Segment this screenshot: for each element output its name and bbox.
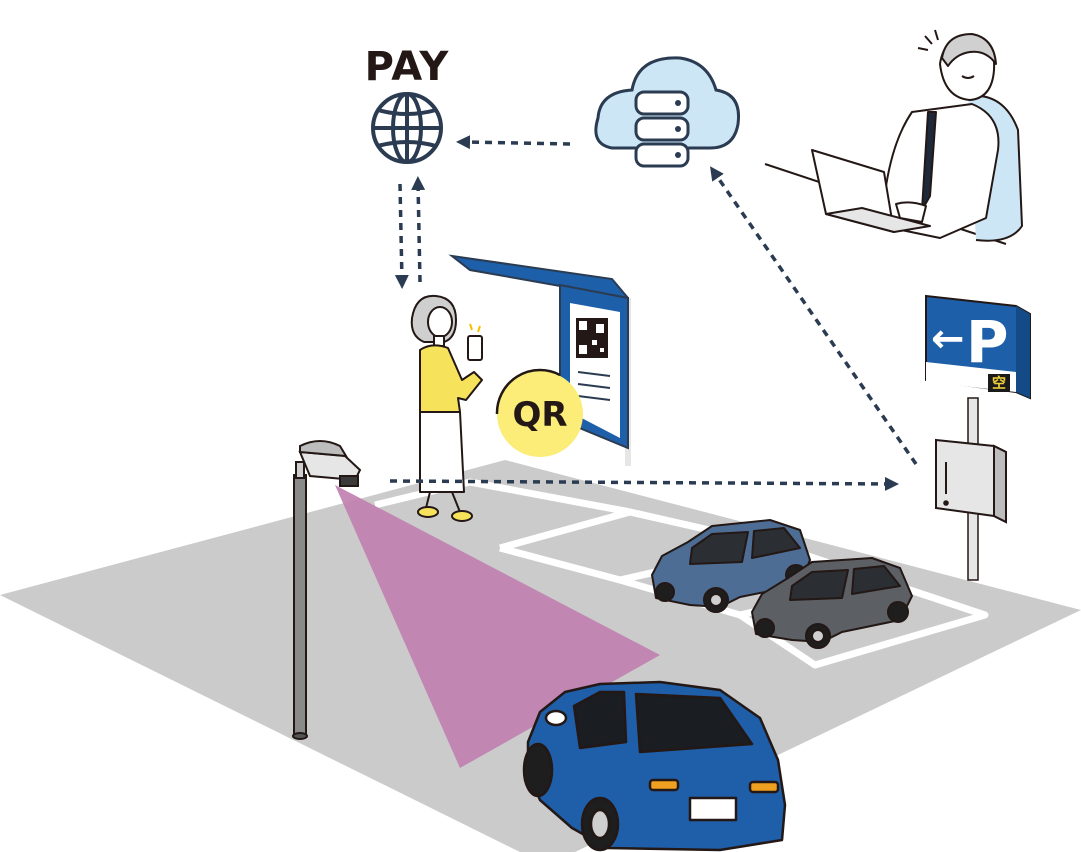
qr-badge-label: QR: [512, 395, 567, 435]
woman-paying-with-phone: [410, 294, 483, 522]
kiosk-canopy: [448, 254, 631, 300]
parked-car-blue: [651, 519, 811, 613]
parked-car-gray: [751, 557, 913, 649]
operator-with-laptop: [764, 29, 1023, 245]
camera-pole: [293, 474, 307, 738]
license-plate: [688, 796, 738, 822]
data-flow-arrows: [389, 135, 918, 491]
vacancy-indicator-text: 空: [992, 375, 1006, 392]
globe-icon: [371, 92, 443, 164]
camera-to-control-box-arrow: [389, 476, 899, 491]
sign-arrow-left: ←: [931, 316, 965, 362]
car-entering-lot: [522, 680, 787, 852]
qr-code-graphic: [576, 318, 608, 358]
control-box: [935, 438, 1007, 524]
smartphone: [467, 335, 483, 361]
database-icon: [634, 90, 690, 168]
vacancy-indicator: [988, 374, 1010, 392]
security-camera: [292, 440, 362, 740]
pay-label: PAY: [365, 44, 450, 90]
kiosk-to-pay-arrow: [411, 176, 426, 283]
qr-badge: QR: [495, 368, 583, 457]
parking-sign: ← P 空: [925, 294, 1031, 581]
payment-service: PAY: [365, 44, 450, 164]
cloud-database: [594, 56, 741, 168]
sign-p-letter: P: [966, 308, 1009, 376]
cloud-to-pay-arrow: [456, 135, 571, 150]
pay-to-kiosk-arrow: [394, 183, 409, 289]
